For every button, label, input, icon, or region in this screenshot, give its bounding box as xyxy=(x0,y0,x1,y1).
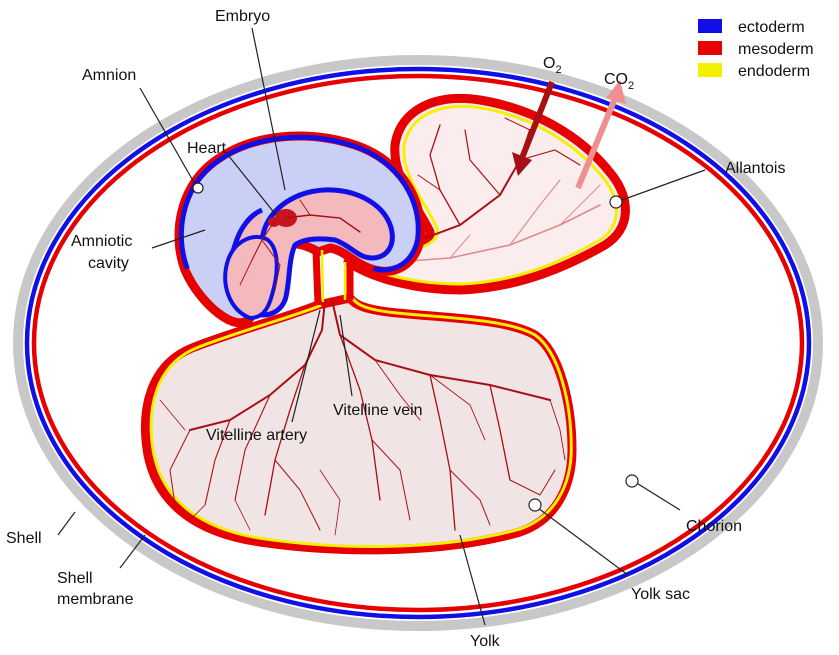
leader-allantois-marker xyxy=(610,196,622,208)
label-vitelline-vein: Vitelline vein xyxy=(333,402,423,419)
label-amnion: Amnion xyxy=(82,67,136,84)
label-shell: Shell xyxy=(6,530,42,547)
leader-amnion-marker xyxy=(193,183,203,193)
leader-shell xyxy=(58,512,75,535)
label-vitelline-artery: Vitelline artery xyxy=(206,427,307,444)
label-shell-membrane-line1: Shell xyxy=(57,570,93,587)
yolk-sac xyxy=(145,298,572,550)
legend-swatch-ectoderm xyxy=(698,19,722,33)
leader-yolk xyxy=(460,535,485,625)
label-amniotic-line1: Amniotic xyxy=(71,233,132,250)
legend-label-mesoderm: mesoderm xyxy=(738,41,814,58)
label-embryo: Embryo xyxy=(215,8,270,25)
label-chorion: Chorion xyxy=(686,518,742,535)
leader-yolk-sac xyxy=(538,508,628,575)
label-amniotic-line2: cavity xyxy=(88,255,129,272)
label-allantois: Allantois xyxy=(725,160,785,177)
legend-label-endoderm: endoderm xyxy=(738,63,810,80)
label-yolk: Yolk xyxy=(470,633,501,650)
legend-label-ectoderm: ectoderm xyxy=(738,19,805,36)
legend: ectoderm mesoderm endoderm xyxy=(698,19,814,80)
yolk-sac-shape xyxy=(145,298,572,550)
leader-chorion xyxy=(635,482,680,510)
umbilical-stalk-wall xyxy=(316,250,318,305)
leader-chorion-marker xyxy=(626,475,638,487)
legend-swatch-mesoderm xyxy=(698,41,722,55)
legend-swatch-endoderm xyxy=(698,63,722,77)
label-heart: Heart xyxy=(187,140,227,157)
label-shell-membrane-line2: membrane xyxy=(57,591,134,608)
umbilical-stalk-endoderm xyxy=(322,250,323,302)
leader-allantois xyxy=(622,170,705,200)
amnion-embryo xyxy=(179,136,421,323)
label-yolk-sac: Yolk sac xyxy=(631,586,690,603)
leader-yolk-sac-marker xyxy=(529,499,541,511)
